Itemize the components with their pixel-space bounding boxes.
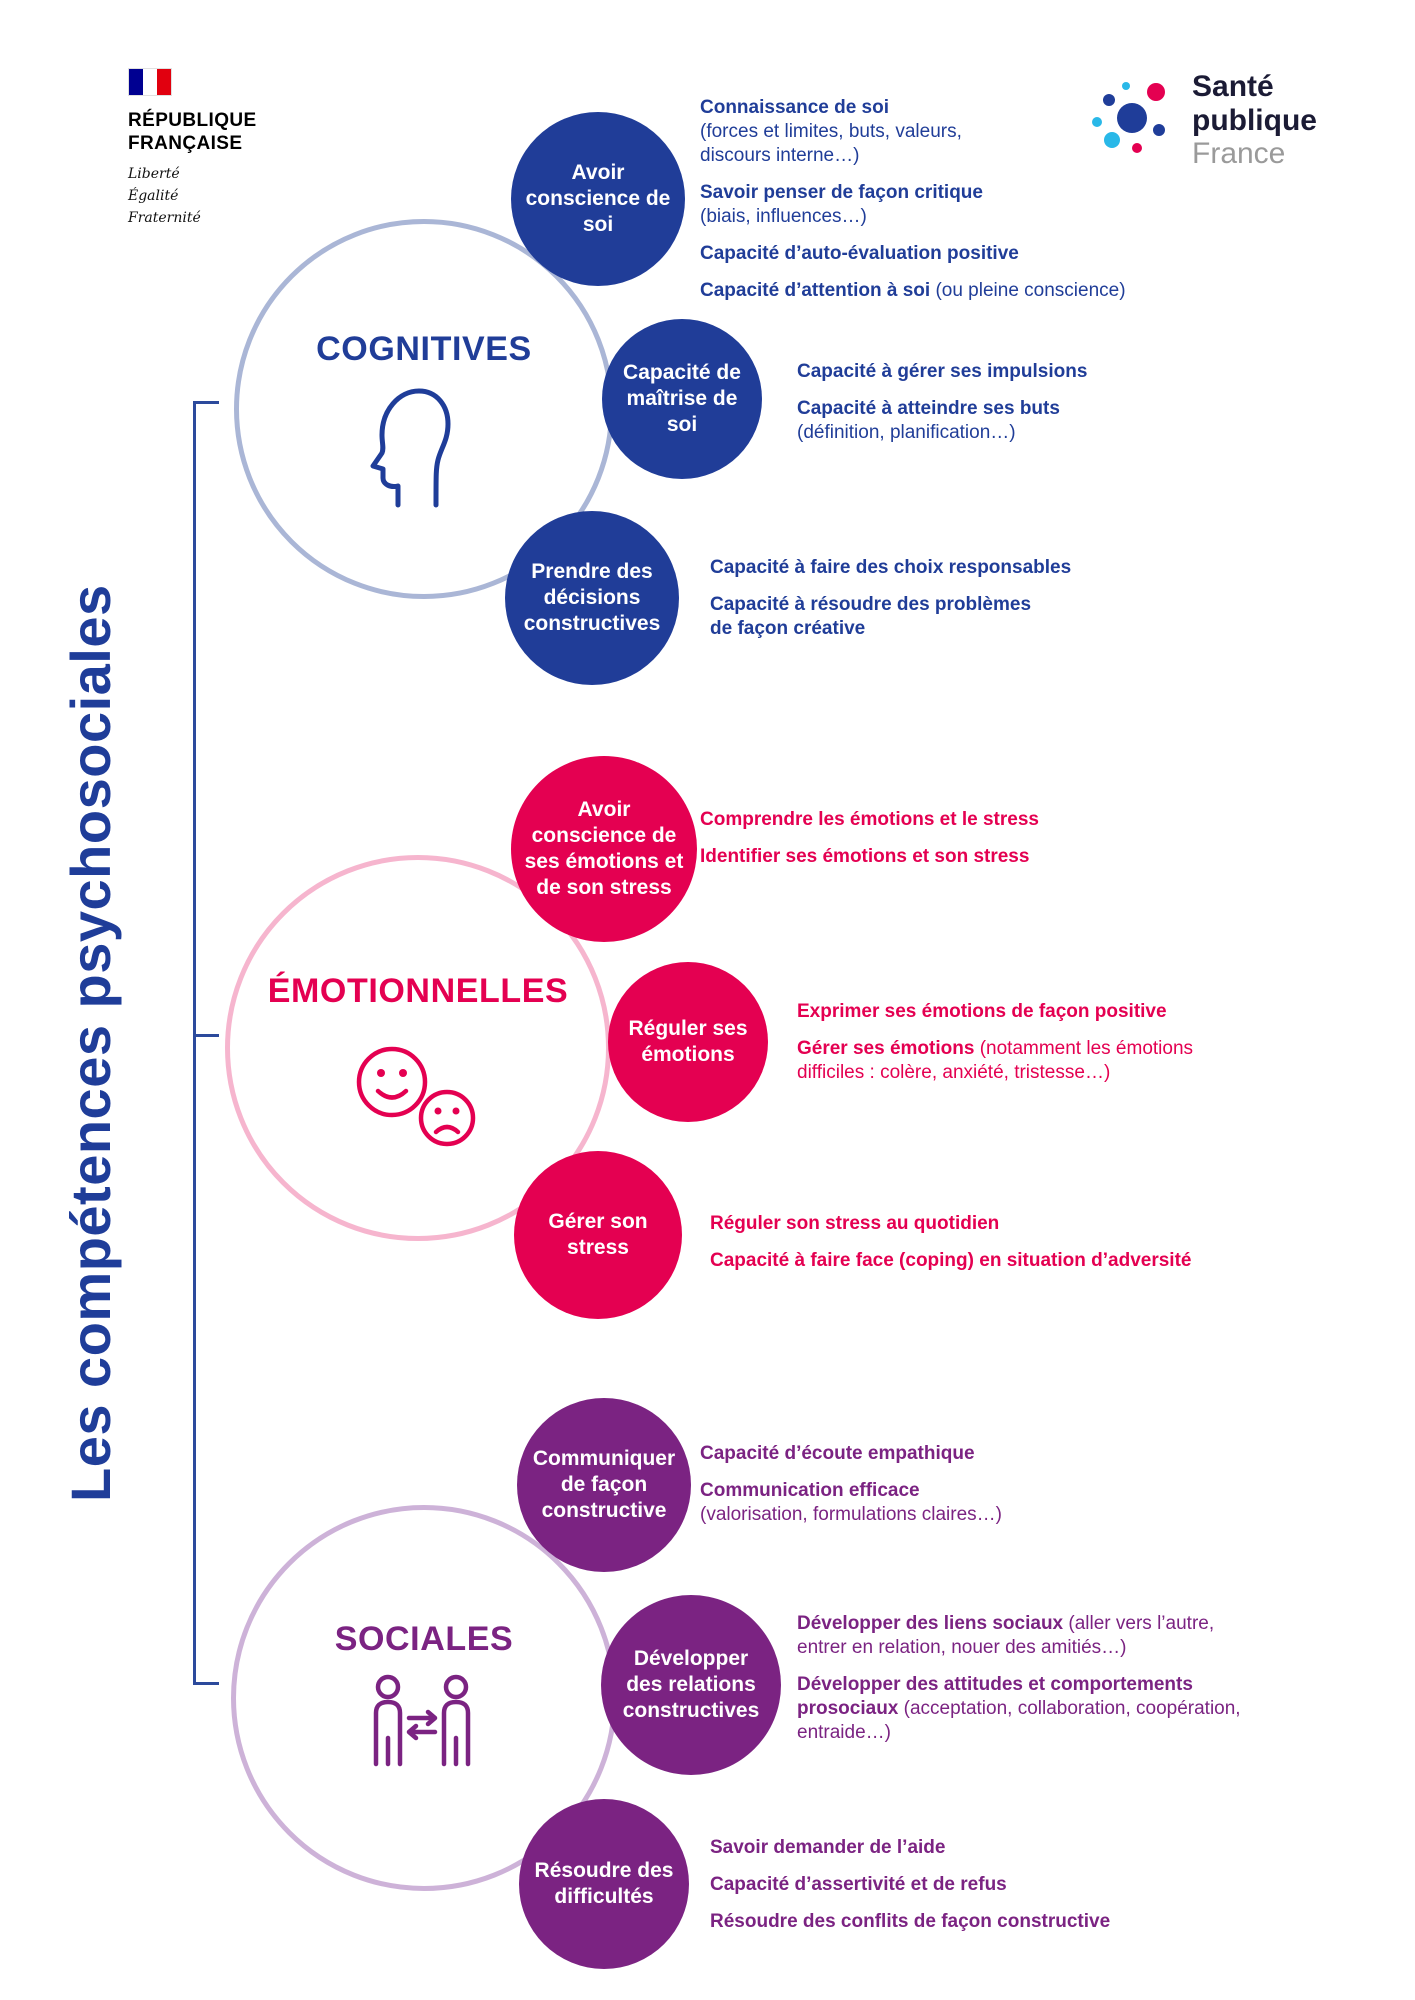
dots-logo-icon bbox=[1092, 82, 1165, 154]
details-avoir-conscience-de-soi: Connaissance de soi (forces et limites, … bbox=[700, 96, 1220, 316]
smileys-icon bbox=[356, 1046, 476, 1147]
detail-bold-text: Développer des attitudes et comportement… bbox=[797, 1673, 1193, 1719]
detail-item: Développer des liens sociaux (aller vers… bbox=[797, 1612, 1267, 1660]
detail-bold-text: Exprimer ses émotions de façon positive bbox=[797, 1001, 1167, 1022]
bracket-line bbox=[193, 401, 196, 1685]
detail-item: Comprendre les émotions et le stress bbox=[700, 808, 1130, 832]
bubble-gerer-son-stress: Gérer son stress bbox=[514, 1151, 682, 1319]
details-developper-des-relations-constructives: Développer des liens sociaux (aller vers… bbox=[797, 1612, 1267, 1758]
detail-item: Savoir penser de façon critique (biais, … bbox=[700, 181, 1010, 229]
detail-item: Capacité à faire face (coping) en situat… bbox=[710, 1249, 1270, 1273]
bubble-avoir-conscience-de-soi: Avoir conscience de soi bbox=[511, 112, 685, 286]
detail-bold-text: Connaissance de soi bbox=[700, 97, 890, 118]
detail-bold-text: Communication efficace bbox=[700, 1479, 920, 1501]
detail-item: Résoudre des conflits de façon construct… bbox=[710, 1910, 1170, 1934]
detail-bold-text: Capacité d’écoute empathique bbox=[700, 1443, 975, 1464]
detail-note-text: (biais, influences…) bbox=[700, 205, 867, 227]
bubble-resoudre-des-difficultes: Résoudre des difficultés bbox=[519, 1799, 689, 1969]
detail-bold-text: Développer des liens sociaux bbox=[797, 1613, 1064, 1634]
bubble-prendre-des-decisions-constructives: Prendre des décisions constructives bbox=[505, 511, 679, 685]
details-communiquer-de-facon-constructive: Capacité d’écoute empathique Communicati… bbox=[700, 1442, 1130, 1540]
detail-item: Capacité d’assertivité et de refus bbox=[710, 1873, 1170, 1897]
detail-bold-text: Capacité à résoudre des problèmes de faç… bbox=[710, 593, 1032, 639]
bubble-developper-des-relations-constructives: Développer des relations constructives bbox=[601, 1595, 781, 1775]
sociales-label: SOCIALES bbox=[334, 1620, 514, 1658]
details-gerer-son-stress: Réguler son stress au quotidien Capacité… bbox=[710, 1212, 1270, 1286]
detail-bold-text: Savoir demander de l’aide bbox=[710, 1837, 946, 1858]
emotionnelles-label: ÉMOTIONNELLES bbox=[267, 972, 569, 1010]
sante-publique-text: Santé publique France bbox=[1192, 70, 1317, 171]
head-profile-icon bbox=[370, 388, 451, 508]
french-flag-icon bbox=[128, 68, 172, 96]
detail-item: Exprimer ses émotions de façon positive bbox=[797, 1000, 1237, 1024]
detail-note-text: (acceptation, collaboration, coopération… bbox=[797, 1697, 1241, 1743]
bubble-capacite-de-maitrise-de-soi: Capacité de maîtrise de soi bbox=[602, 319, 762, 479]
detail-item: Développer des attitudes et comportement… bbox=[797, 1673, 1267, 1745]
cognitives-label: COGNITIVES bbox=[316, 330, 532, 368]
bubble-communiquer-de-facon-constructive: Communiquer de façon constructive bbox=[517, 1398, 691, 1572]
detail-item: Capacité d’auto-évaluation positive bbox=[700, 242, 1220, 266]
detail-item: Capacité à gérer ses impulsions bbox=[797, 360, 1227, 384]
bracket-tick-emotionnelles bbox=[193, 1034, 219, 1037]
republique-name: RÉPUBLIQUE FRANÇAISE bbox=[128, 109, 257, 155]
detail-note-text: (ou pleine conscience) bbox=[935, 279, 1126, 301]
detail-bold-text: Comprendre les émotions et le stress bbox=[700, 809, 1039, 830]
details-capacite-de-maitrise-de-soi: Capacité à gérer ses impulsions Capacité… bbox=[797, 360, 1227, 458]
detail-note-text: (forces et limites, buts, valeurs, disco… bbox=[700, 120, 962, 166]
spf-line1: Santé bbox=[1192, 70, 1274, 103]
details-resoudre-des-difficultes: Savoir demander de l’aide Capacité d’ass… bbox=[710, 1836, 1170, 1947]
bracket-tick-sociales bbox=[193, 1682, 219, 1685]
detail-bold-text: Capacité à faire des choix responsables bbox=[710, 557, 1072, 578]
detail-item: Connaissance de soi (forces et limites, … bbox=[700, 96, 965, 168]
republique-motto: Liberté Égalité Fraternité bbox=[128, 164, 257, 229]
detail-bold-text: Résoudre des conflits de façon construct… bbox=[710, 1910, 1111, 1932]
republique-name-line2: FRANÇAISE bbox=[128, 133, 243, 155]
detail-item: Capacité d’écoute empathique bbox=[700, 1442, 1130, 1466]
detail-item: Savoir demander de l’aide bbox=[710, 1836, 1170, 1860]
details-avoir-conscience-de-ses-emotions: Comprendre les émotions et le stress Ide… bbox=[700, 808, 1130, 882]
detail-item: Communication efficace (valorisation, fo… bbox=[700, 1479, 1130, 1527]
detail-bold-text: Capacité à atteindre ses buts bbox=[797, 397, 1060, 419]
detail-bold-text: Capacité d’assertivité et de refus bbox=[710, 1873, 1007, 1895]
detail-bold-text: Capacité d’attention à soi bbox=[700, 279, 931, 301]
detail-item: Réguler son stress au quotidien bbox=[710, 1212, 1270, 1236]
detail-item: Capacité à atteindre ses buts (définitio… bbox=[797, 397, 1227, 445]
motto-fraternite: Fraternité bbox=[128, 209, 201, 226]
detail-note-text: (notamment les émotions difficiles : col… bbox=[797, 1037, 1194, 1083]
detail-bold-text: Savoir penser de façon critique bbox=[700, 181, 983, 203]
detail-bold-text: Capacité à gérer ses impulsions bbox=[797, 361, 1088, 382]
detail-note-text: (définition, planification…) bbox=[797, 421, 1016, 443]
bracket-tick-cognitives bbox=[193, 401, 219, 404]
details-prendre-des-decisions-constructives: Capacité à faire des choix responsables … bbox=[710, 556, 1100, 654]
republique-name-line1: RÉPUBLIQUE bbox=[128, 110, 257, 131]
spf-line2: publique bbox=[1192, 103, 1317, 137]
spf-line3: France bbox=[1192, 137, 1286, 171]
bubble-reguler-ses-emotions: Réguler ses émotions bbox=[608, 962, 768, 1122]
vertical-title: Les compétences psychosociales bbox=[59, 584, 122, 1502]
detail-item: Identifier ses émotions et son stress bbox=[700, 845, 1130, 869]
people-exchange-icon bbox=[373, 1674, 471, 1767]
republique-francaise-logo: RÉPUBLIQUE FRANÇAISE Liberté Égalité Fra… bbox=[128, 68, 257, 229]
detail-item: Gérer ses émotions (notamment les émotio… bbox=[797, 1037, 1237, 1085]
detail-item: Capacité d’attention à soi (ou pleine co… bbox=[700, 279, 1220, 303]
detail-bold-text: Capacité d’auto-évaluation positive bbox=[700, 242, 1019, 264]
detail-note-text: (valorisation, formulations claires…) bbox=[700, 1503, 1002, 1525]
detail-bold-text: Gérer ses émotions bbox=[797, 1037, 975, 1059]
details-reguler-ses-emotions: Exprimer ses émotions de façon positive … bbox=[797, 1000, 1237, 1098]
detail-item: Capacité à résoudre des problèmes de faç… bbox=[710, 593, 1040, 641]
bubble-avoir-conscience-de-ses-emotions: Avoir conscience de ses émotions et de s… bbox=[511, 756, 697, 942]
detail-bold-text: Réguler son stress au quotidien bbox=[710, 1213, 1000, 1234]
detail-item: Capacité à faire des choix responsables bbox=[710, 556, 1100, 580]
sante-publique-france-logo: Santé publique France bbox=[1082, 70, 1317, 171]
detail-note-text: (aller vers l’autre, entrer en relation,… bbox=[797, 1613, 1215, 1658]
motto-egalite: Égalité bbox=[128, 188, 179, 205]
detail-bold-text: Identifier ses émotions et son stress bbox=[700, 845, 1030, 867]
detail-bold-text: Capacité à faire face (coping) en situat… bbox=[710, 1249, 1192, 1271]
motto-liberte: Liberté bbox=[128, 166, 180, 183]
